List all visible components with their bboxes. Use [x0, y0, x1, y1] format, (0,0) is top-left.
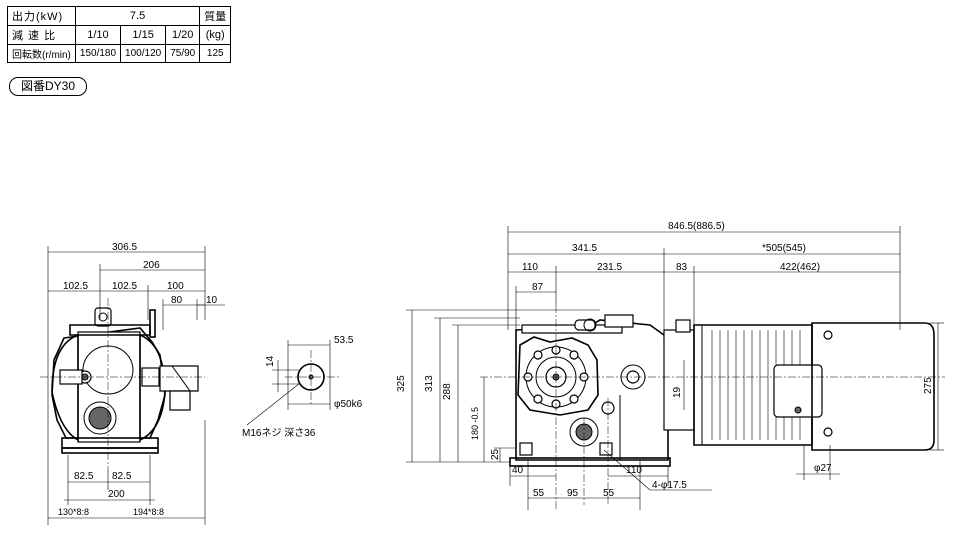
dim-label: 100 [167, 281, 184, 292]
dim-label: 102.5 [112, 281, 137, 292]
dim-label: 55 [533, 488, 545, 499]
dim-label: 231.5 [597, 262, 622, 273]
dim-label: 82.5 [74, 471, 94, 482]
shaft-detail: 53.5 14 φ50k6 M16ネジ 深さ36 [242, 335, 363, 439]
dim-label: 25 [490, 448, 501, 460]
dim-label: 306.5 [112, 242, 137, 253]
dim-label: 40 [512, 465, 524, 476]
dim-label: 110 [522, 262, 538, 273]
speed-value: 100/120 [120, 44, 167, 63]
dim-label: 341.5 [572, 243, 597, 254]
dim-label: 422(462) [780, 262, 820, 273]
dim-label: 313 [424, 375, 435, 392]
dim-label: 87 [532, 282, 544, 293]
end-view: 306.5 206 102.5 102.5 100 80 10 82.5 82.… [40, 242, 225, 525]
dim-label: M16ネジ 深さ36 [242, 427, 316, 439]
mass-value: 125 [199, 44, 232, 63]
dim-label: 10 [206, 295, 218, 306]
dim-label: 95 [567, 488, 579, 499]
spec-table: 出力(kW) 7.5 質量 減 速 比 1/10 1/15 1/20 (kg) … [7, 6, 232, 63]
drawing-number-badge: 図番DY30 [9, 77, 88, 96]
ratio-value: 1/10 [74, 25, 122, 45]
side-view: 846.5(886.5) 341.5 *505(545) 110 231.5 8… [396, 221, 945, 510]
dim-label: 80 [171, 295, 183, 306]
dim-label: 180 -0.5 [470, 407, 480, 440]
dim-label: 82.5 [112, 471, 132, 482]
dim-label: φ27 [814, 463, 832, 474]
dim-label: 102.5 [63, 281, 88, 292]
dim-label: 325 [396, 375, 407, 392]
dim-label: φ50k6 [334, 399, 363, 410]
dim-label: 200 [108, 489, 125, 500]
speed-value: 75/90 [165, 44, 201, 63]
dim-label: 53.5 [334, 335, 354, 346]
dim-label: 14 [265, 355, 276, 367]
dim-label: 288 [442, 383, 453, 400]
dim-label: 4-φ17.5 [652, 480, 687, 491]
dim-label: 83 [676, 262, 688, 273]
dim-label: 194*8:8 [133, 507, 164, 517]
dim-label: 206 [143, 260, 160, 271]
dim-label: 275 [923, 377, 934, 394]
dim-label: 846.5(886.5) [668, 221, 725, 232]
dim-label: *505(545) [762, 243, 806, 254]
dim-label: 19 [672, 386, 683, 398]
dim-label: 55 [603, 488, 615, 499]
dim-label: 130*8:8 [58, 507, 89, 517]
dim-label: 110 [626, 465, 642, 476]
